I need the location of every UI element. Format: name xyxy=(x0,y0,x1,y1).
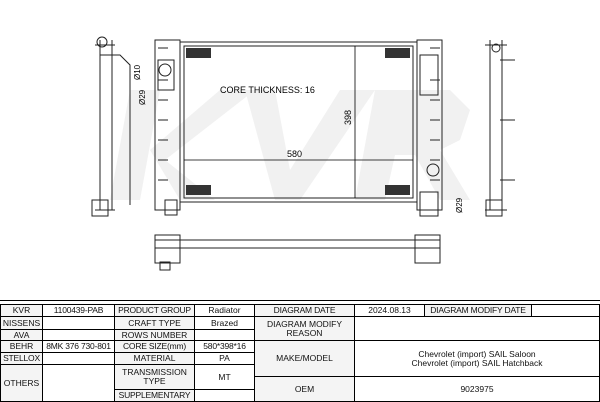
height-dimension: 398 xyxy=(343,110,353,125)
make-model-value: Chevrolet (import) SAIL Saloon Chevrolet… xyxy=(354,340,600,377)
radiator-drawing: CORE THICKNESS: 16 580 398 Ø10 Ø29 Ø29 xyxy=(91,36,515,271)
others-label: OTHERS xyxy=(0,364,43,402)
supplementary-label: SUPPLEMENTARY xyxy=(114,389,195,402)
left-tank xyxy=(154,39,181,211)
dia-top-label: Ø10 xyxy=(133,64,142,80)
others-value xyxy=(42,364,115,402)
table-top-border xyxy=(0,300,600,301)
modify-reason-value xyxy=(354,316,600,341)
transmission-type-value: MT xyxy=(194,364,255,390)
watermark-logo xyxy=(110,90,470,200)
right-tank xyxy=(416,39,443,211)
make-model-line-1: Chevrolet (import) SAIL Saloon xyxy=(418,348,536,359)
core-thickness-label: CORE THICKNESS: 16 xyxy=(220,85,315,95)
width-dimension: 580 xyxy=(287,149,302,159)
nissens-value xyxy=(42,316,115,330)
transmission-type-label: TRANSMISSION TYPE xyxy=(114,364,195,390)
make-model-line-2: Chevrolet (import) SAIL Hatchback xyxy=(411,357,543,368)
craft-type-value: Brazed xyxy=(194,316,255,330)
oem-value: 9023975 xyxy=(354,376,600,402)
oem-label: OEM xyxy=(254,376,355,402)
supplementary-value xyxy=(194,389,255,402)
bottom-view xyxy=(154,239,441,249)
dia-left-label: Ø29 xyxy=(138,89,147,105)
nissens-label: NISSENS xyxy=(0,316,43,330)
craft-type-label: CRAFT TYPE xyxy=(114,316,195,330)
make-model-label: MAKE/MODEL xyxy=(254,340,355,377)
dia-right-label: Ø29 xyxy=(455,197,464,213)
modify-reason-label: DIAGRAM MODIFY REASON xyxy=(254,316,355,341)
